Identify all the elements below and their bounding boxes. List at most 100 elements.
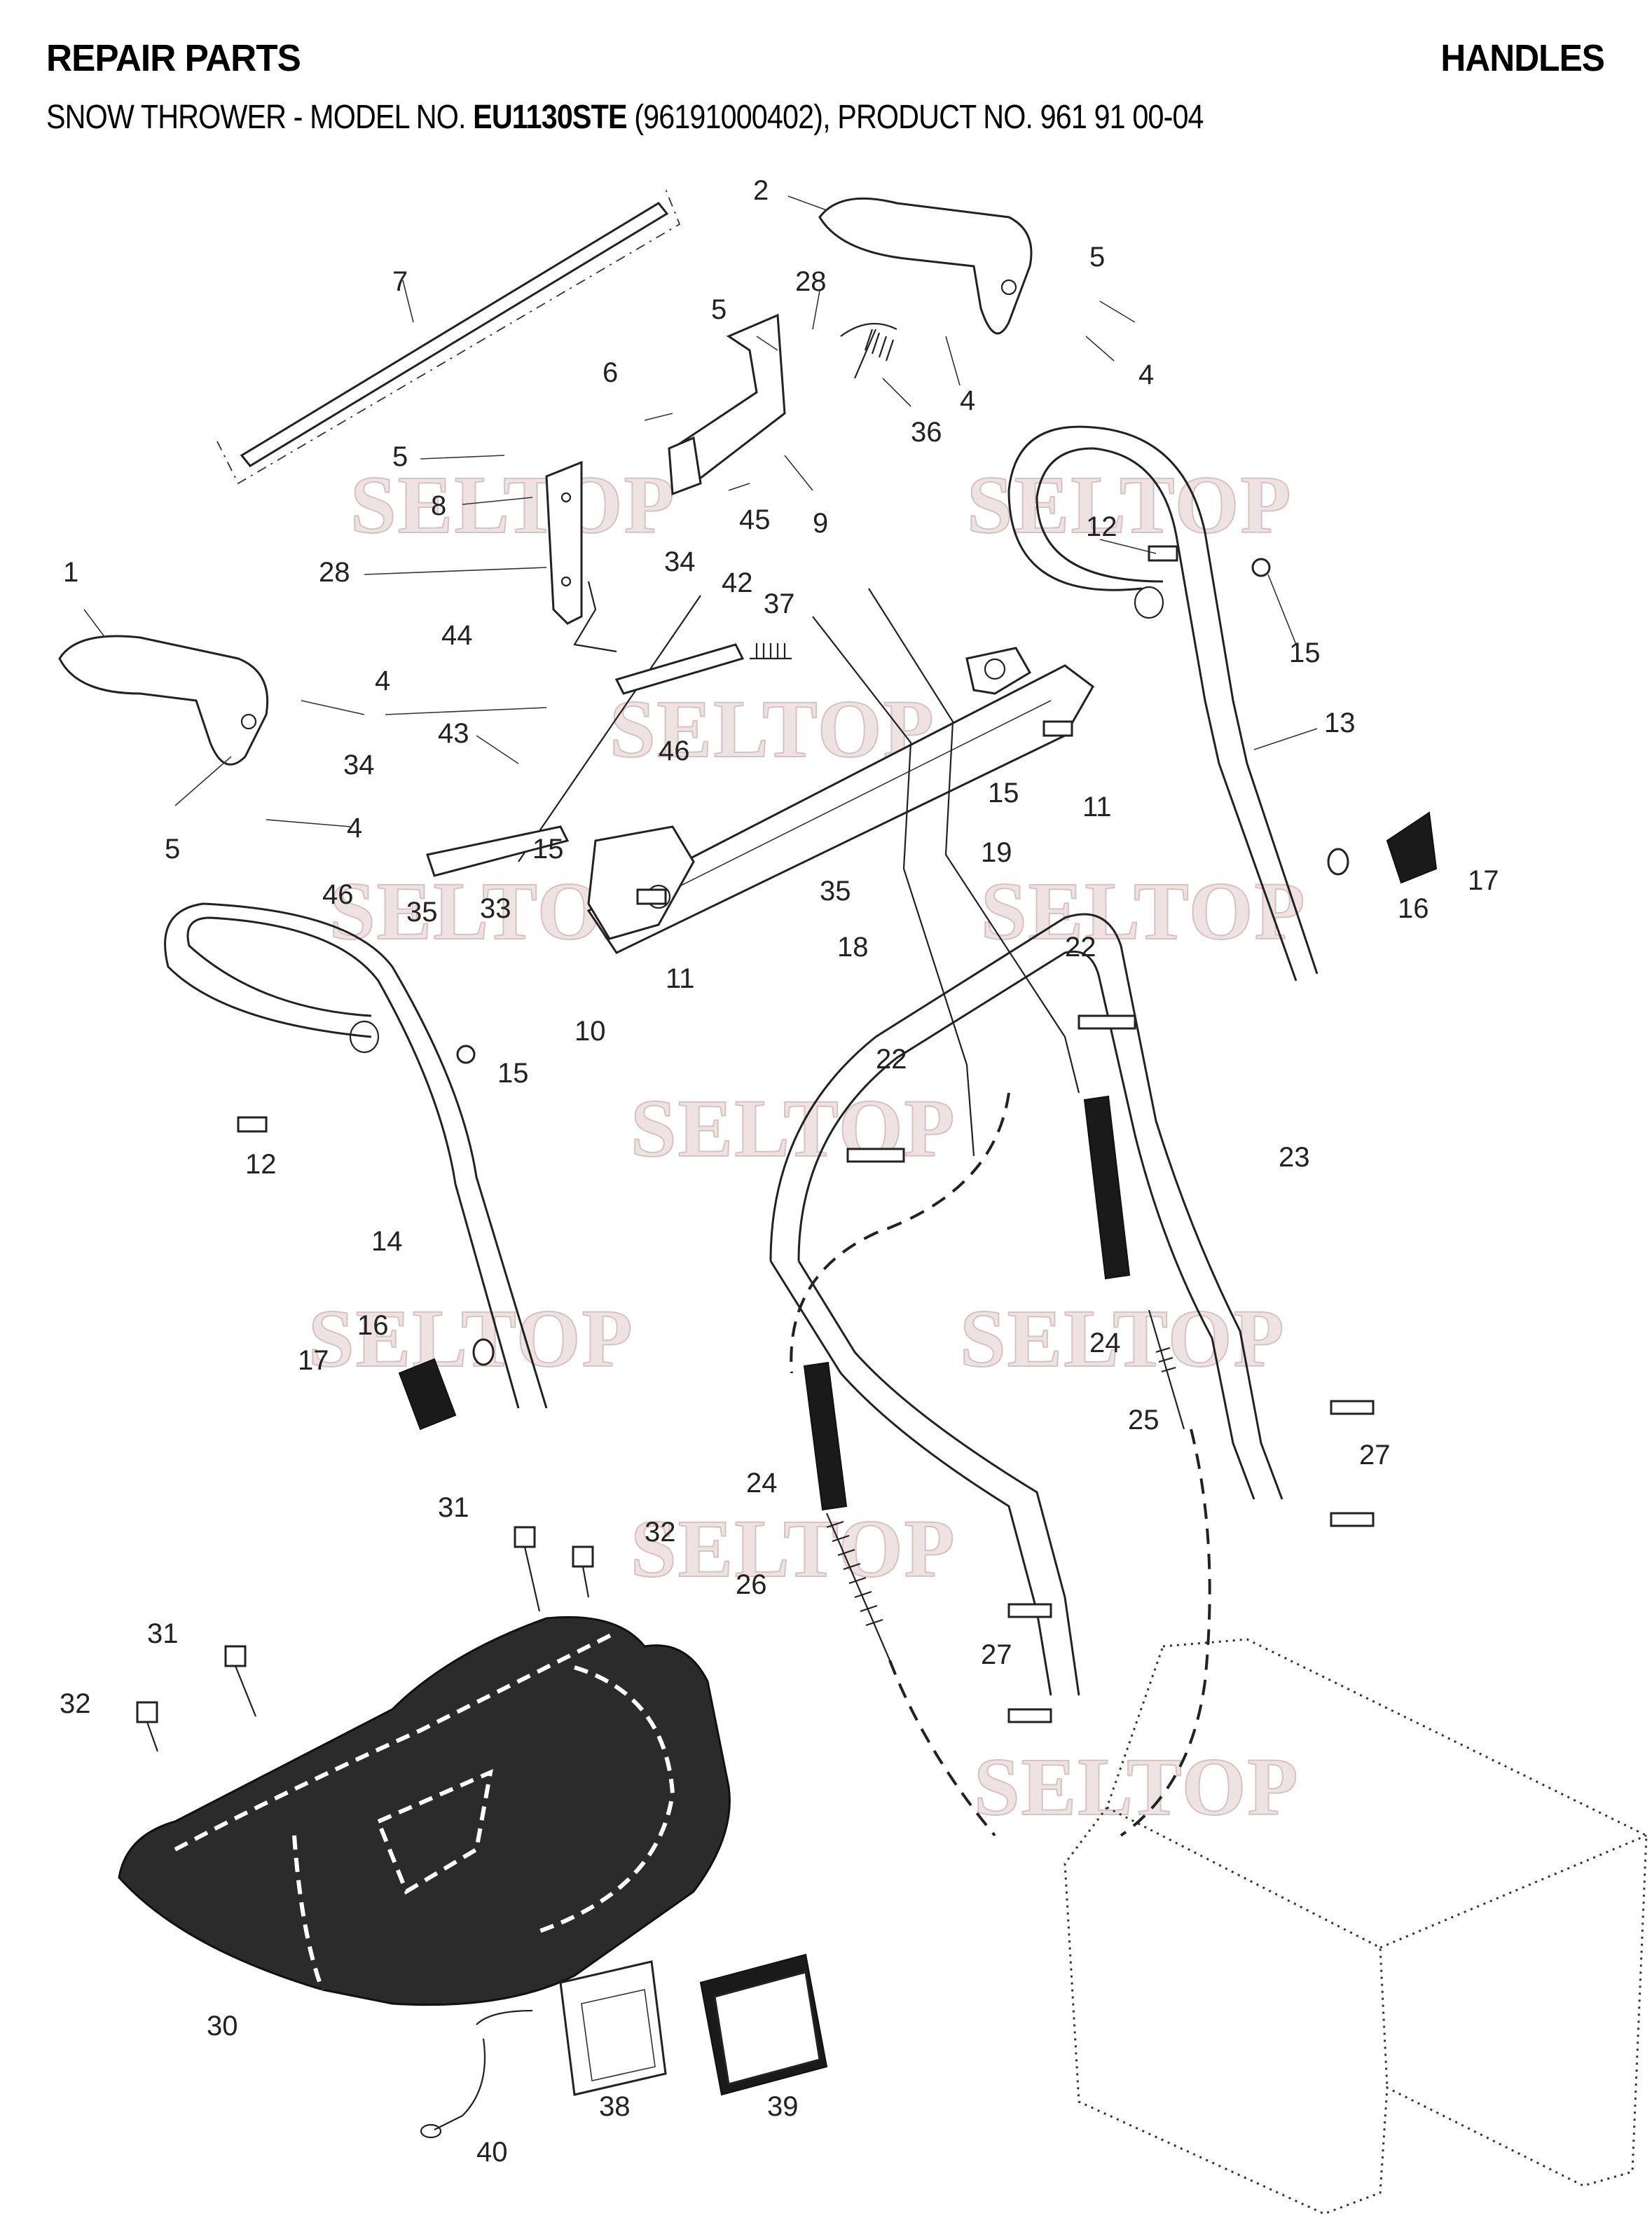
part-32-screw[interactable] (572, 1545, 594, 1598)
part-33-plate[interactable] (426, 825, 570, 877)
callout-46[interactable]: 46 (322, 879, 354, 910)
callout-22[interactable]: 22 (876, 1044, 907, 1075)
part-27-bolt[interactable] (1007, 1603, 1052, 1618)
callout-4[interactable]: 4 (375, 666, 390, 696)
callout-4[interactable]: 4 (1138, 359, 1154, 390)
part-8-bracket[interactable] (545, 460, 583, 625)
part-38-lens[interactable] (559, 1960, 667, 2096)
part-2-lever[interactable] (818, 197, 1033, 335)
callout-39[interactable]: 39 (767, 2091, 799, 2122)
part-7-rod[interactable] (216, 188, 681, 485)
part-44-rod[interactable] (573, 581, 617, 653)
callout-5[interactable]: 5 (1089, 242, 1105, 273)
callout-17[interactable]: 17 (1468, 865, 1499, 896)
callout-42[interactable]: 42 (722, 567, 753, 598)
part-13-handle[interactable] (1007, 425, 1319, 981)
part-1-lever[interactable] (58, 635, 269, 766)
callout-12[interactable]: 12 (1086, 511, 1117, 542)
control-panel-bracket[interactable] (586, 647, 1094, 954)
callout-2[interactable]: 2 (753, 175, 769, 206)
callout-18[interactable]: 18 (837, 932, 869, 963)
part-43-rod[interactable] (518, 595, 701, 862)
callout-26[interactable]: 26 (736, 1569, 767, 1600)
callout-25[interactable]: 25 (1128, 1405, 1159, 1435)
part-17-knob[interactable] (398, 1358, 457, 1431)
part-27-bolt[interactable] (1330, 1400, 1375, 1415)
callout-23[interactable]: 23 (1279, 1142, 1310, 1173)
part-12-bolt[interactable] (237, 1116, 268, 1133)
part-16-washer[interactable] (472, 1338, 495, 1366)
callout-15[interactable]: 15 (1289, 638, 1321, 668)
callout-7[interactable]: 7 (392, 266, 408, 297)
callout-46[interactable]: 46 (659, 736, 690, 766)
callout-34[interactable]: 34 (343, 750, 375, 780)
part-25-spring[interactable] (1148, 1309, 1185, 1430)
callout-6[interactable]: 6 (603, 357, 618, 388)
callout-4[interactable]: 4 (960, 385, 975, 416)
callout-37[interactable]: 37 (764, 588, 795, 619)
callout-24[interactable]: 24 (1089, 1328, 1121, 1358)
callout-5[interactable]: 5 (392, 441, 408, 472)
part-32-screw[interactable] (136, 1701, 159, 1752)
callout-15[interactable]: 15 (988, 778, 1019, 808)
part-27-bolt[interactable] (1007, 1708, 1052, 1723)
part-14-handle[interactable] (164, 902, 548, 1409)
part-31-screw[interactable] (224, 1645, 257, 1717)
part-11-bolt[interactable] (636, 888, 667, 905)
callout-17[interactable]: 17 (298, 1345, 329, 1376)
callout-10[interactable]: 10 (574, 1016, 606, 1047)
callout-44[interactable]: 44 (441, 620, 473, 651)
callout-24[interactable]: 24 (746, 1468, 778, 1499)
part-11-bolt[interactable] (1042, 720, 1073, 737)
callout-16[interactable]: 16 (357, 1310, 389, 1341)
part-42-plate[interactable] (614, 643, 745, 695)
callout-34[interactable]: 34 (664, 546, 696, 577)
callout-43[interactable]: 43 (438, 718, 469, 749)
callout-28[interactable]: 28 (795, 266, 827, 297)
callout-38[interactable]: 38 (599, 2091, 631, 2122)
callout-32[interactable]: 32 (645, 1517, 676, 1548)
part-39-headlight[interactable] (699, 1953, 828, 2096)
part-22-bolt[interactable] (846, 1148, 905, 1163)
callout-15[interactable]: 15 (532, 834, 564, 865)
callout-28[interactable]: 28 (319, 557, 350, 588)
callout-9[interactable]: 9 (813, 508, 828, 539)
callout-33[interactable]: 33 (480, 893, 511, 924)
callout-30[interactable]: 30 (207, 2011, 238, 2041)
callout-27[interactable]: 27 (1359, 1440, 1391, 1470)
callout-4[interactable]: 4 (347, 813, 362, 843)
part-18-rod[interactable] (812, 616, 975, 1157)
callout-27[interactable]: 27 (981, 1639, 1012, 1670)
callout-35[interactable]: 35 (406, 897, 438, 928)
part-19-rod[interactable] (868, 588, 1080, 1094)
part-37-spring[interactable] (750, 643, 792, 660)
part-27-bolt[interactable] (1330, 1512, 1375, 1527)
part-36-spring[interactable] (840, 322, 897, 379)
part-26-spring[interactable] (825, 1513, 891, 1661)
callout-32[interactable]: 32 (60, 1688, 91, 1719)
callout-40[interactable]: 40 (476, 2137, 508, 2168)
callout-1[interactable]: 1 (63, 557, 78, 588)
part-24-grip[interactable] (1083, 1095, 1131, 1280)
callout-35[interactable]: 35 (820, 876, 851, 907)
callout-13[interactable]: 13 (1324, 708, 1356, 738)
callout-19[interactable]: 19 (981, 837, 1012, 868)
part-30-cover[interactable] (118, 1616, 731, 2006)
part-15-nut[interactable] (1251, 558, 1271, 577)
callout-11[interactable]: 11 (1082, 792, 1112, 822)
callout-5[interactable]: 5 (711, 294, 727, 325)
part-23-handle[interactable] (769, 913, 1283, 1696)
callout-12[interactable]: 12 (245, 1149, 277, 1180)
callout-14[interactable]: 14 (371, 1226, 403, 1257)
part-45-plate[interactable] (668, 436, 702, 496)
part-16-washer[interactable] (1327, 848, 1349, 876)
callout-5[interactable]: 5 (165, 834, 180, 865)
callout-36[interactable]: 36 (911, 417, 942, 448)
part-17-knob[interactable] (1386, 811, 1438, 884)
callout-8[interactable]: 8 (431, 490, 446, 521)
part-31-screw[interactable] (514, 1526, 541, 1612)
callout-31[interactable]: 31 (438, 1492, 469, 1523)
callout-15[interactable]: 15 (497, 1058, 529, 1089)
part-12-bolt[interactable] (1148, 545, 1178, 562)
callout-31[interactable]: 31 (147, 1618, 179, 1649)
